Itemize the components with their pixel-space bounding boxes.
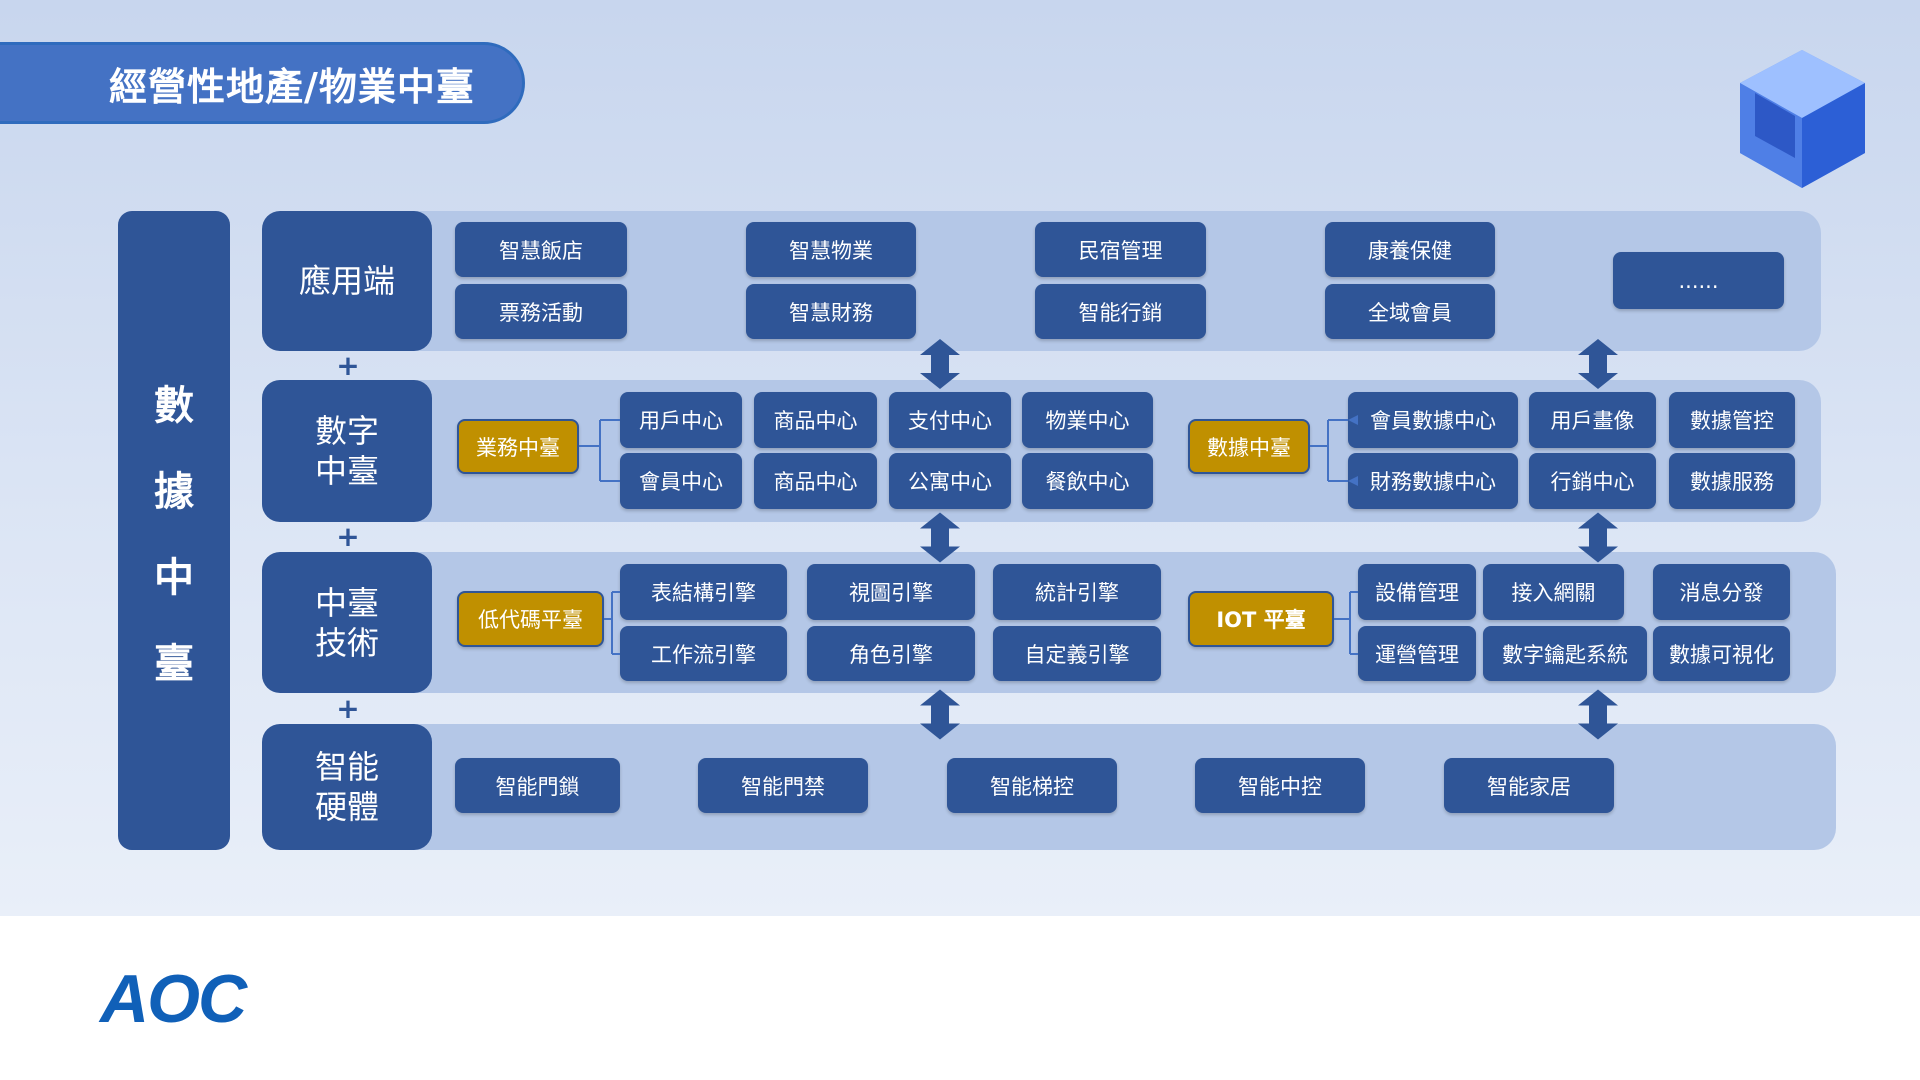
hardware-item[interactable]: 智能門禁 xyxy=(698,758,868,813)
digital-layer-label: 數字 中臺 xyxy=(262,380,432,522)
low-code-platform-hub[interactable]: 低代碼平臺 xyxy=(457,591,604,647)
page-title: 經營性地產/物業中臺 xyxy=(0,42,525,124)
engine-item[interactable]: 自定義引擎 xyxy=(993,626,1161,681)
cube-icon xyxy=(1740,50,1865,188)
double-arrow-icon xyxy=(1578,512,1618,563)
aoc-logo: AOC xyxy=(100,961,247,1037)
digital-item[interactable]: 物業中心 xyxy=(1022,392,1153,448)
sidebar-char: 中 xyxy=(154,554,194,601)
app-item[interactable]: 全域會員 xyxy=(1325,284,1495,339)
hardware-item[interactable]: 智能中控 xyxy=(1195,758,1365,813)
plus-icon: + xyxy=(336,692,360,725)
iot-item[interactable]: 接入網關 xyxy=(1483,564,1624,620)
engine-item[interactable]: 工作流引擎 xyxy=(620,626,787,681)
iot-item[interactable]: 運營管理 xyxy=(1358,626,1476,681)
iot-item[interactable]: 消息分發 xyxy=(1653,564,1790,620)
data-item[interactable]: 用戶畫像 xyxy=(1529,392,1656,448)
sidebar-char: 數 xyxy=(154,382,194,429)
digital-item[interactable]: 商品中心 xyxy=(754,392,877,448)
engine-item[interactable]: 視圖引擎 xyxy=(807,564,975,620)
digital-item[interactable]: 商品中心 xyxy=(754,453,877,509)
plus-icon: + xyxy=(336,520,360,553)
double-arrow-icon xyxy=(1578,689,1618,740)
engine-item[interactable]: 角色引擎 xyxy=(807,626,975,681)
business-platform-hub[interactable]: 業務中臺 xyxy=(457,419,579,474)
iot-item[interactable]: 數字鑰匙系統 xyxy=(1483,626,1647,681)
app-item[interactable]: 康養保健 xyxy=(1325,222,1495,277)
hardware-item[interactable]: 智能家居 xyxy=(1444,758,1614,813)
digital-item[interactable]: 公寓中心 xyxy=(889,453,1011,509)
data-item[interactable]: 財務數據中心 xyxy=(1348,453,1518,509)
app-item[interactable]: 智慧財務 xyxy=(746,284,916,339)
data-item[interactable]: 會員數據中心 xyxy=(1348,392,1518,448)
digital-item[interactable]: 支付中心 xyxy=(889,392,1011,448)
digital-item[interactable]: 餐飲中心 xyxy=(1022,453,1153,509)
iot-item[interactable]: 數據可視化 xyxy=(1653,626,1790,681)
data-platform-sidebar: 數 據 中 臺 xyxy=(118,211,230,850)
digital-item[interactable]: 用戶中心 xyxy=(620,392,742,448)
app-item-more[interactable]: ...... xyxy=(1613,252,1784,309)
hardware-item[interactable]: 智能梯控 xyxy=(947,758,1117,813)
data-platform-hub[interactable]: 數據中臺 xyxy=(1188,419,1310,474)
app-layer-label: 應用端 xyxy=(262,211,432,351)
plus-icon: + xyxy=(336,349,360,382)
double-arrow-icon xyxy=(920,689,960,740)
data-item[interactable]: 數據管控 xyxy=(1669,392,1795,448)
app-item[interactable]: 智能行銷 xyxy=(1035,284,1206,339)
engine-item[interactable]: 統計引擎 xyxy=(993,564,1161,620)
sidebar-char: 據 xyxy=(154,468,194,515)
tech-layer-label: 中臺 技術 xyxy=(262,552,432,693)
data-item[interactable]: 行銷中心 xyxy=(1529,453,1656,509)
app-item[interactable]: 票務活動 xyxy=(455,284,627,339)
app-item[interactable]: 智慧物業 xyxy=(746,222,916,277)
app-item[interactable]: 智慧飯店 xyxy=(455,222,627,277)
digital-item[interactable]: 會員中心 xyxy=(620,453,742,509)
engine-item[interactable]: 表結構引擎 xyxy=(620,564,787,620)
iot-item[interactable]: 設備管理 xyxy=(1358,564,1476,620)
sidebar-char: 臺 xyxy=(154,640,194,687)
hardware-item[interactable]: 智能門鎖 xyxy=(455,758,620,813)
data-item[interactable]: 數據服務 xyxy=(1669,453,1795,509)
iot-platform-hub[interactable]: IOT 平臺 xyxy=(1188,591,1334,647)
double-arrow-icon xyxy=(920,339,960,389)
app-item[interactable]: 民宿管理 xyxy=(1035,222,1206,277)
double-arrow-icon xyxy=(1578,339,1618,389)
hardware-layer-label: 智能 硬體 xyxy=(262,724,432,850)
double-arrow-icon xyxy=(920,512,960,563)
